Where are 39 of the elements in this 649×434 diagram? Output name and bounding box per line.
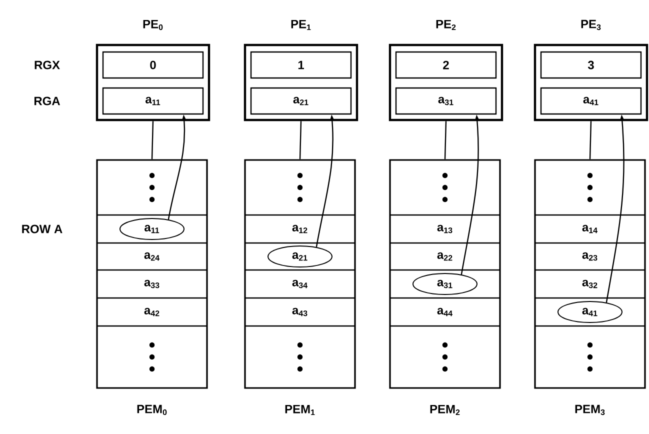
- node-label: PEM$_{1}$: [285, 404, 315, 416]
- element-label: a$_{14}$: [582, 224, 598, 234]
- circled-element: a$_{11}$: [120, 218, 184, 240]
- element-label: a$_{12}$: [292, 224, 308, 234]
- register-cell: 1: [250, 51, 352, 79]
- connection-line: [151, 121, 154, 160]
- register-cell: a$_{41}$: [540, 87, 642, 115]
- element-label: a$_{34}$: [292, 280, 308, 288]
- node-label: PEM$_{0}$: [137, 404, 167, 416]
- row-label: RGX: [34, 60, 60, 70]
- register-cell: 0: [102, 51, 204, 79]
- connection-line: [589, 121, 592, 160]
- element-label: a$_{33}$: [144, 280, 160, 288]
- circled-element: a$_{31}$: [412, 273, 478, 295]
- element-label: a$_{44}$: [437, 308, 452, 316]
- connection-line: [444, 121, 447, 160]
- element-label: a$_{24}$: [144, 252, 160, 261]
- element-label: a$_{42}$: [144, 308, 160, 316]
- row-label: RGA: [34, 96, 60, 106]
- node-label: PE$_{3}$: [581, 20, 601, 30]
- node-label: PEM$_{3}$: [575, 404, 605, 416]
- element-label: a$_{23}$: [582, 252, 598, 261]
- circled-element: a$_{41}$: [558, 301, 622, 323]
- circled-element: a$_{21}$: [268, 246, 332, 268]
- register-cell: 3: [540, 51, 642, 79]
- element-label: a$_{22}$: [437, 252, 452, 261]
- row-label: ROW A: [22, 224, 62, 234]
- register-cell: a$_{11}$: [102, 87, 204, 115]
- connection-line: [299, 121, 302, 160]
- node-label: PE$_{1}$: [291, 20, 311, 30]
- register-cell: a$_{21}$: [250, 87, 352, 115]
- register-cell: a$_{31}$: [395, 87, 497, 115]
- node-label: PEM$_{2}$: [430, 404, 460, 416]
- node-label: PE$_{2}$: [436, 20, 456, 30]
- element-label: a$_{43}$: [292, 308, 308, 316]
- register-cell: 2: [395, 51, 497, 79]
- node-label: PE$_{0}$: [143, 20, 163, 30]
- element-label: a$_{13}$: [437, 224, 452, 234]
- element-label: a$_{32}$: [582, 280, 598, 288]
